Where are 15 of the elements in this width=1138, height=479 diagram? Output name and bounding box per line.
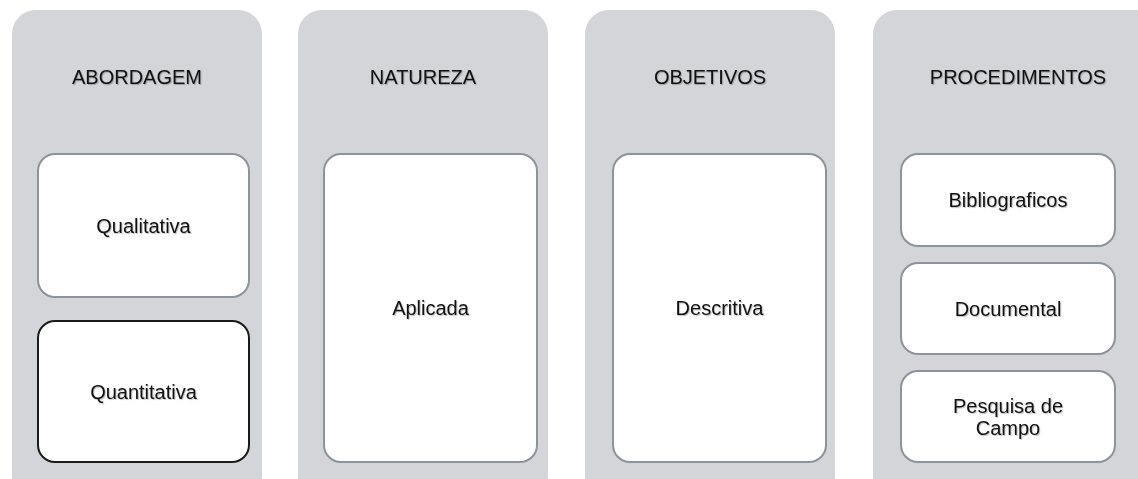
column-heading: ABORDAGEM <box>72 66 202 89</box>
category-box: Bibliograficos <box>900 153 1116 247</box>
column-panel <box>585 10 835 479</box>
column-panel <box>12 10 262 479</box>
category-box: Descritiva <box>612 153 827 463</box>
column-panel <box>873 10 1138 479</box>
column-heading: OBJETIVOS <box>653 66 767 89</box>
category-box: Quantitativa <box>37 320 250 463</box>
category-box: Pesquisa de Campo <box>900 370 1116 463</box>
column-panel <box>298 10 548 479</box>
category-box: Qualitativa <box>37 153 250 298</box>
column-heading: NATUREZA <box>369 66 477 89</box>
column-heading: PROCEDIMENTOS <box>929 66 1107 89</box>
category-box: Documental <box>900 262 1116 355</box>
category-box: Aplicada <box>323 153 538 463</box>
